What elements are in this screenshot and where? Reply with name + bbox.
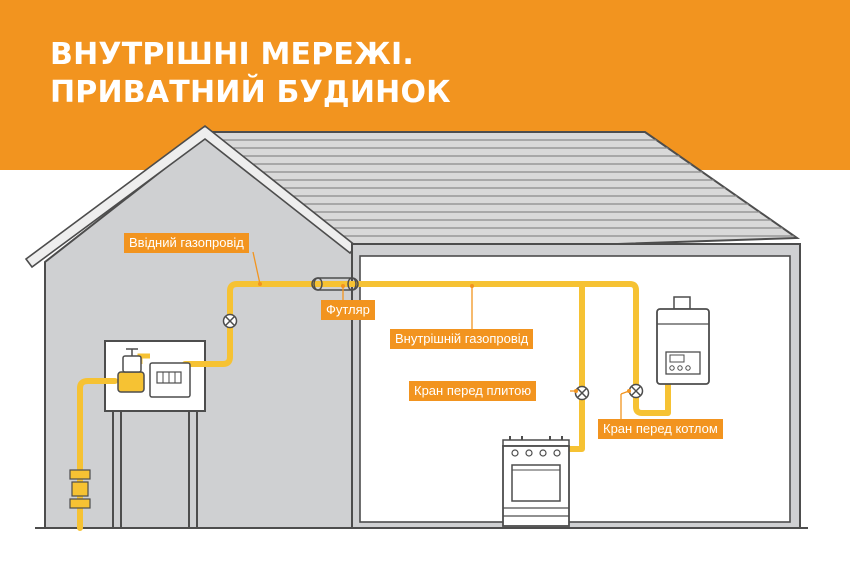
leader-dots: [258, 282, 631, 393]
pressure-regulator: [117, 348, 145, 393]
page-title: ВНУТРІШНІ МЕРЕЖІ. ПРИВАТНИЙ БУДИНОК: [50, 36, 451, 112]
title-line-1: ВНУТРІШНІ МЕРЕЖІ.: [50, 37, 415, 72]
gable-eave: [24, 124, 358, 269]
label-stove-valve: Кран перед плитою: [409, 381, 537, 401]
label-sleeve: Футляр: [321, 300, 375, 320]
stove-branch: [567, 281, 585, 452]
label-boiler-valve: Кран перед котлом: [598, 419, 723, 439]
label-internal-pipe: Внутрішній газопровід: [390, 329, 534, 349]
valve-stove-icon: [574, 385, 590, 401]
gas-meter: [149, 362, 191, 398]
sleeve: [311, 277, 359, 291]
riser-flange: [69, 469, 91, 509]
label-inlet-pipe: Ввідний газопровід: [124, 233, 249, 253]
valve-boiler-icon: [628, 383, 644, 399]
gas-stove: [502, 436, 570, 527]
gas-boiler: [656, 296, 710, 385]
title-line-2: ПРИВАТНИЙ БУДИНОК: [50, 75, 451, 110]
valve-inlet-icon: [222, 313, 238, 329]
riser-pipe: [77, 378, 118, 531]
internal-pipe: [337, 281, 671, 416]
